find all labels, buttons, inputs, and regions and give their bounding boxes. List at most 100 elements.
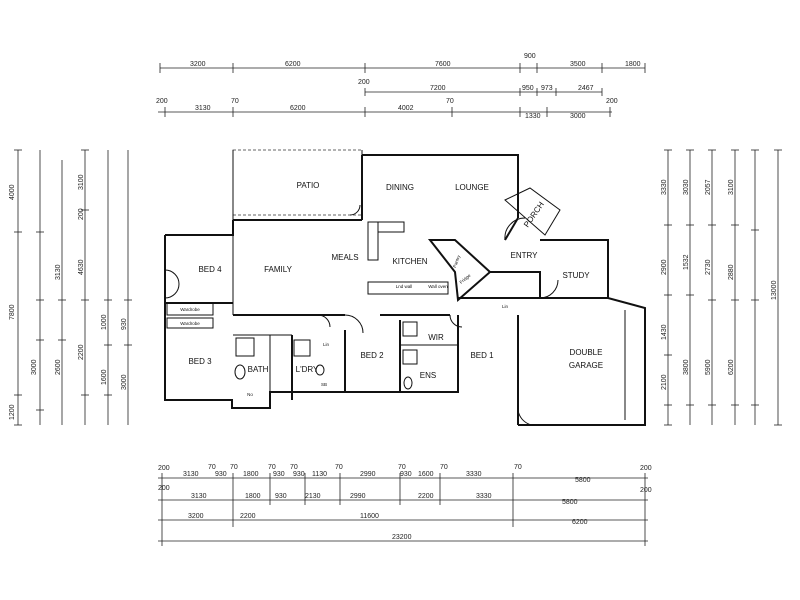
dim-right-5900: 5900 — [705, 359, 712, 375]
dim-bot-3130b: 3130 — [191, 493, 207, 500]
dim-bot-70e: 70 — [335, 464, 343, 471]
dim-top-1330: 1330 — [525, 113, 541, 120]
dim-left-2000: 3000 — [121, 374, 128, 390]
dim-right-2057: 2057 — [705, 179, 712, 195]
dim-right-13000: 13000 — [771, 280, 778, 300]
dim-bot-2990a: 2990 — [360, 471, 376, 478]
room-family: FAMILY — [264, 265, 293, 274]
dim-bot-70a: 70 — [208, 464, 216, 471]
walls — [164, 149, 646, 426]
dim-bot-2200b: 2200 — [240, 513, 256, 520]
left-dimensions: 4000 7800 1200 3000 3130 2600 3100 200 4… — [9, 149, 132, 426]
fixture-linen-2: Lin — [502, 304, 509, 309]
dim-top-200b: 200 — [156, 98, 168, 105]
dim-right-2100: 2100 — [661, 374, 668, 390]
room-entry: ENTRY — [511, 251, 539, 260]
bottom-dimensions: 200 3130 70 930 70 1800 70 930 70 930 11… — [158, 464, 652, 546]
dim-bot-23200: 23200 — [392, 534, 412, 541]
dim-bot-2990b: 2990 — [350, 493, 366, 500]
dim-bot-3330b: 3330 — [476, 493, 492, 500]
dim-top-200a: 200 — [358, 79, 370, 86]
dim-right-3030: 3030 — [683, 179, 690, 195]
dim-bot-1600: 1600 — [418, 471, 434, 478]
dim-top-900: 900 — [524, 53, 536, 60]
dim-bot-70h: 70 — [514, 464, 522, 471]
room-ens: ENS — [420, 371, 436, 380]
top-dimensions: 3200 6200 7600 900 3500 1800 200 7200 95… — [156, 53, 646, 120]
dim-bot-200b: 200 — [640, 465, 652, 472]
dim-left-3000: 3000 — [31, 359, 38, 375]
dim-bot-930e: 930 — [275, 493, 287, 500]
right-dimensions: 3330 2900 1430 2100 3030 1532 3800 2057 … — [661, 149, 782, 426]
dim-right-2730: 2730 — [705, 259, 712, 275]
dim-bot-930c: 930 — [293, 471, 305, 478]
room-bed3: BED 3 — [188, 357, 212, 366]
dim-right-1532: 1532 — [683, 254, 690, 270]
dim-left-4000: 4000 — [9, 184, 16, 200]
dim-left-1000: 1000 — [101, 314, 108, 330]
fixture-lnd-wall: Lnd wall — [396, 284, 413, 289]
dim-bot-3330a: 3330 — [466, 471, 482, 478]
dim-top-3130: 3130 — [195, 105, 211, 112]
room-porch: PORCH — [522, 200, 546, 229]
dim-right-3800: 3800 — [683, 359, 690, 375]
dim-bot-200c: 200 — [158, 485, 170, 492]
dim-top-70b: 70 — [446, 98, 454, 105]
dim-left-1200: 1200 — [9, 404, 16, 420]
dim-right-3100: 3100 — [728, 179, 735, 195]
dim-top-3200: 3200 — [190, 61, 206, 68]
room-ldry: L'DRY — [296, 365, 319, 374]
dim-bot-70f: 70 — [398, 464, 406, 471]
dim-bot-3130a: 3130 — [183, 471, 199, 478]
dim-bot-5800b: 5800 — [562, 499, 578, 506]
fixture-no: No — [247, 392, 253, 397]
fixture-wardrobe-1: Wardrobe — [180, 307, 200, 312]
dim-bot-1130: 1130 — [312, 471, 327, 478]
dim-bot-930a: 930 — [215, 471, 227, 478]
dim-left-930: 930 — [121, 318, 128, 330]
room-dining: DINING — [386, 183, 414, 192]
dim-left-200: 200 — [78, 208, 85, 220]
dim-left-2200: 2200 — [78, 344, 85, 360]
dim-top-3000: 3000 — [570, 113, 586, 120]
dim-top-70a: 70 — [231, 98, 239, 105]
dim-right-2900: 2900 — [661, 259, 668, 275]
dim-bot-70d: 70 — [290, 464, 298, 471]
room-wir: WIR — [428, 333, 444, 342]
dim-right-6200: 6200 — [728, 359, 735, 375]
dim-top-4002: 4002 — [398, 105, 414, 112]
dim-bot-70g: 70 — [440, 464, 448, 471]
room-bath: BATH — [248, 365, 269, 374]
dim-bot-70c: 70 — [268, 464, 276, 471]
room-lounge: LOUNGE — [455, 183, 489, 192]
room-meals: MEALS — [331, 253, 358, 262]
dim-left-3100: 3100 — [78, 174, 85, 190]
dim-bot-2130: 2130 — [305, 493, 321, 500]
dim-top-7600: 7600 — [435, 61, 451, 68]
dim-top-950: 950 — [522, 85, 534, 92]
dim-bot-2200: 2200 — [418, 493, 434, 500]
dim-left-1600: 1600 — [101, 369, 108, 385]
fixture-sb: SB — [321, 382, 327, 387]
room-bed2: BED 2 — [360, 351, 384, 360]
fixture-fridge: Fridge — [459, 273, 472, 285]
fixture-pantry: Pantry — [452, 254, 461, 269]
room-labels: PATIO DINING LOUNGE PORCH BED 4 FAMILY M… — [188, 181, 603, 380]
dim-top-200c: 200 — [606, 98, 618, 105]
dim-top-973: 973 — [541, 85, 553, 92]
dim-bot-1800b: 1800 — [245, 493, 261, 500]
dim-left-2600: 2600 — [55, 359, 62, 375]
dim-right-1430: 1430 — [661, 324, 668, 340]
dim-right-3330: 3330 — [661, 179, 668, 195]
dim-left-4630: 4630 — [78, 259, 85, 275]
dim-top-1800: 1800 — [625, 61, 641, 68]
fixture-wall-oven: Wall oven — [428, 284, 448, 289]
dim-top-3500: 3500 — [570, 61, 586, 68]
fixture-linen-1: Lin — [323, 342, 330, 347]
dim-bot-200d: 200 — [640, 487, 652, 494]
room-double: DOUBLE — [570, 348, 603, 357]
room-garage: GARAGE — [569, 361, 603, 370]
room-bed4: BED 4 — [198, 265, 222, 274]
dim-top-6200b: 6200 — [290, 105, 306, 112]
